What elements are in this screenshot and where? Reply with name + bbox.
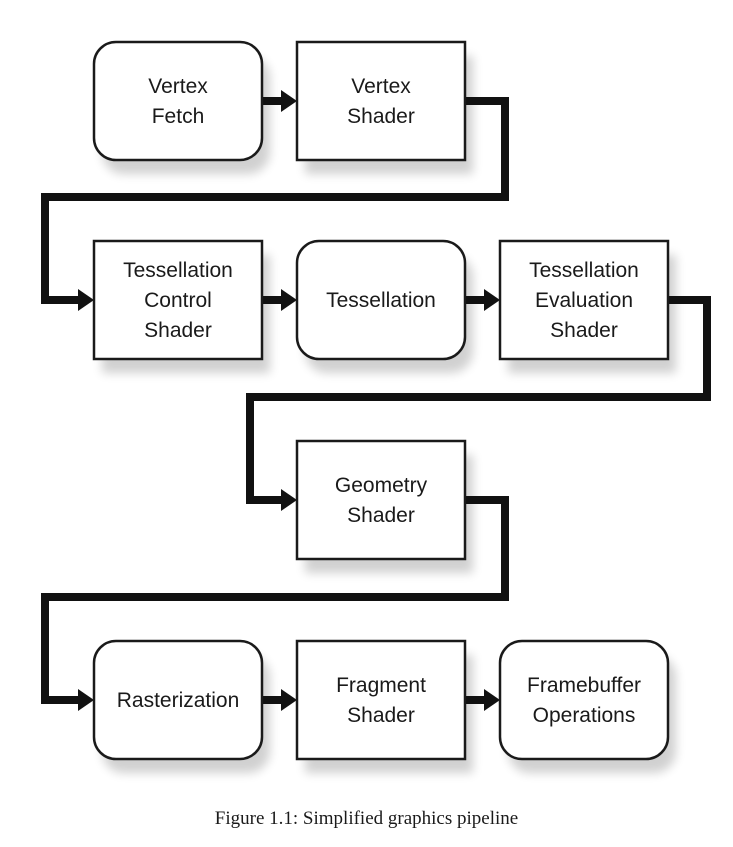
arrow-head (78, 289, 94, 311)
arrow-head (281, 90, 297, 112)
node-box (498, 639, 670, 761)
node-label: Control (144, 289, 212, 312)
node-label: Geometry (335, 474, 428, 497)
node-box (295, 239, 467, 361)
node-label: Tessellation (326, 289, 436, 312)
node-label: Rasterization (117, 689, 240, 712)
node-box (295, 639, 467, 761)
edge-tess-evaluation-shader-to-geometry-shader (246, 296, 711, 504)
node-label: Operations (533, 704, 636, 727)
node-box (498, 239, 670, 361)
arrow-head (281, 689, 297, 711)
node-box (92, 239, 264, 361)
edge-geometry-shader-to-rasterization (41, 496, 509, 704)
node-box (295, 40, 467, 162)
node-label: Tessellation (123, 259, 233, 282)
node-rasterization: Rasterization (92, 639, 264, 761)
arrow-head (281, 289, 297, 311)
node-label: Vertex (148, 75, 208, 98)
node-label: Evaluation (535, 289, 633, 312)
node-label: Shader (347, 504, 415, 527)
node-label: Tessellation (529, 259, 639, 282)
arrow-head (78, 689, 94, 711)
edge-vertex-shader-to-tess-control-shader (41, 97, 509, 304)
arrow-head (281, 489, 297, 511)
node-label: Shader (550, 319, 618, 342)
arrow-head (484, 289, 500, 311)
node-label: Fetch (152, 105, 205, 128)
node-label: Fragment (336, 674, 426, 697)
node-box (92, 40, 264, 162)
node-box (92, 639, 264, 761)
node-box (295, 439, 467, 561)
arrow-head (484, 689, 500, 711)
node-label: Shader (347, 704, 415, 727)
node-label: Framebuffer (527, 674, 641, 697)
node-tessellation: Tessellation (295, 239, 467, 361)
node-label: Shader (347, 105, 415, 128)
node-label: Vertex (351, 75, 411, 98)
figure-caption: Figure 1.1: Simplified graphics pipeline (214, 808, 519, 829)
node-label: Shader (144, 319, 212, 342)
